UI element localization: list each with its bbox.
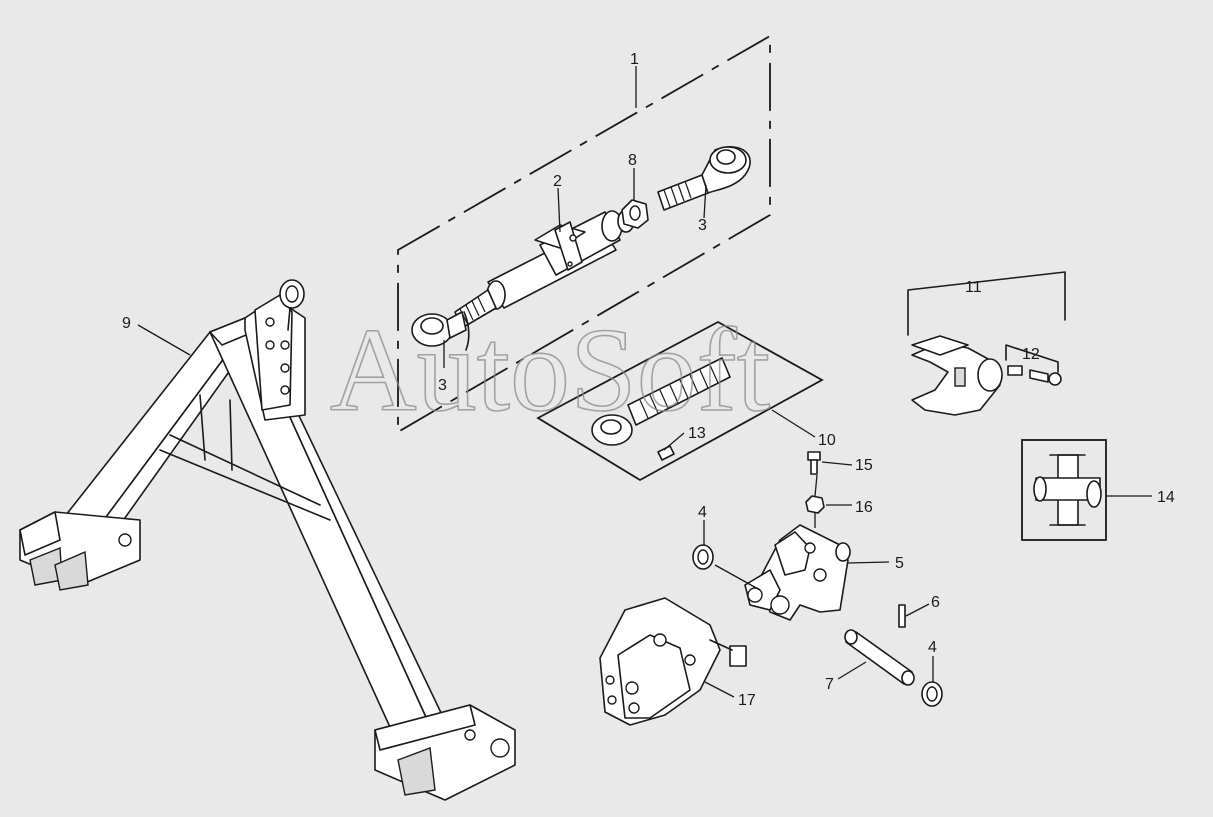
callout-9: 9 bbox=[122, 315, 131, 332]
yoke-part-11 bbox=[907, 271, 1066, 416]
callouts: 1 2 3 3 4 4 5 6 7 8 9 10 11 12 13 14 15 … bbox=[122, 51, 1175, 709]
callout-1: 1 bbox=[630, 51, 639, 68]
callout-7: 7 bbox=[825, 676, 834, 693]
nut-part-16 bbox=[805, 495, 825, 514]
washer-part-4-left bbox=[692, 544, 714, 570]
callout-2: 2 bbox=[553, 173, 562, 190]
callout-8: 8 bbox=[628, 152, 637, 169]
washer-part-4-right bbox=[921, 681, 943, 707]
bracket-part-5 bbox=[744, 524, 851, 621]
callout-10: 10 bbox=[818, 432, 836, 449]
roll-pin-part-6 bbox=[898, 604, 906, 628]
thread-left bbox=[454, 289, 497, 329]
watermark: AutoSoft bbox=[330, 303, 770, 436]
callout-12: 12 bbox=[1022, 346, 1040, 363]
callout-5: 5 bbox=[895, 555, 904, 572]
callout-14: 14 bbox=[1157, 489, 1175, 506]
bolt-set-part-12 bbox=[1005, 344, 1062, 386]
top-link-assembly-part-1 bbox=[397, 34, 771, 434]
callout-3-right: 3 bbox=[698, 217, 707, 234]
callout-4-left: 4 bbox=[698, 504, 707, 521]
bolt-part-15 bbox=[807, 451, 821, 475]
link-part-10 bbox=[536, 320, 824, 482]
a-frame-part-9 bbox=[19, 279, 516, 801]
leader-lines bbox=[137, 66, 1152, 698]
callout-6: 6 bbox=[931, 594, 940, 611]
callout-17: 17 bbox=[738, 692, 756, 709]
callout-3-left: 3 bbox=[438, 377, 447, 394]
bracket-part-17 bbox=[599, 597, 747, 726]
callout-11: 11 bbox=[965, 279, 982, 296]
callout-4-right: 4 bbox=[928, 639, 937, 656]
callout-13: 13 bbox=[688, 425, 706, 442]
callout-16: 16 bbox=[855, 499, 873, 516]
shaft-part-7 bbox=[844, 629, 915, 686]
callout-15: 15 bbox=[855, 457, 873, 474]
universal-cross-part-14 bbox=[1021, 439, 1107, 541]
